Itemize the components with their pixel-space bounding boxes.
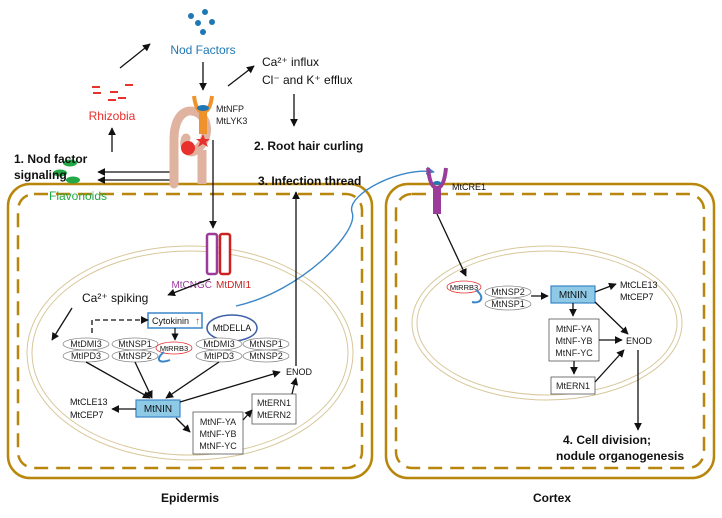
mtern2-label-a: MtERN2	[257, 410, 291, 420]
step4-label: 4. Cell division;	[563, 433, 651, 447]
mtcle13-label-b: MtCLE13	[620, 280, 658, 290]
svg-text:MtNSP2: MtNSP2	[249, 351, 283, 361]
step4-label-2: nodule organogenesis	[556, 449, 684, 463]
cytokinin-box: Cytokinin ↑	[147, 312, 203, 329]
svg-text:MtNSP2: MtNSP2	[118, 351, 152, 361]
arrow-dmi3-nin	[85, 361, 151, 399]
mtdella-label: MtDELLA	[213, 323, 252, 333]
svg-text:MtNSP1: MtNSP1	[118, 339, 152, 349]
svg-text:MtDMI3: MtDMI3	[70, 339, 102, 349]
protein-ovals-a	[62, 337, 290, 363]
svg-text:Cytokinin: Cytokinin	[152, 316, 189, 326]
enod-label-a: ENOD	[286, 367, 313, 377]
epidermis-label: Epidermis	[161, 491, 219, 505]
arrow-rhizobia-nodfactors	[119, 43, 151, 69]
enod-label-b: ENOD	[626, 336, 653, 346]
cortex-label: Cortex	[533, 491, 571, 505]
arrow-ern-enod	[290, 377, 299, 395]
mtrrb3-node-b	[446, 280, 482, 294]
arrow-cytokinin-dmi3	[91, 316, 149, 336]
step1-label: 1. Nod factor	[14, 152, 88, 166]
mtcre1-label: MtCRE1	[452, 182, 486, 192]
flavonoids-icon	[53, 159, 80, 184]
star-icon	[196, 134, 210, 147]
rhizobia-label: Rhizobia	[89, 109, 136, 123]
svg-text:MtNSP1: MtNSP1	[249, 339, 283, 349]
ca-spiking-label: Ca²⁺ spiking	[82, 291, 148, 305]
mtcep7-label-a: MtCEP7	[70, 410, 104, 420]
nod-factor-dots	[188, 9, 215, 35]
rrb3-nsp2-link-b	[471, 289, 483, 304]
arrow-cre1-rrb3	[436, 213, 467, 277]
nfyc-label-a: MtNF-YC	[199, 441, 237, 451]
cngc-dmi1-channels	[205, 232, 232, 276]
mtern1-label-b: MtERN1	[556, 381, 590, 391]
nfyb-label-a: MtNF-YB	[200, 429, 237, 439]
arrow-dmi3b-nin	[165, 361, 220, 399]
mtrrb3-label-a: MtRRB3	[160, 344, 188, 353]
arrow-nfy-ern	[242, 409, 253, 421]
mtcle13-label-a: MtCLE13	[70, 397, 108, 407]
epidermis-cell	[6, 182, 374, 480]
nfya-label-a: MtNF-YA	[200, 417, 236, 427]
mtnsp2-label-c: MtNSP2	[491, 287, 525, 297]
arrow-nin-cle13-b	[594, 282, 617, 293]
mtnsp1-node-c	[484, 297, 532, 311]
arrow-receptor-influx	[227, 65, 255, 87]
efflux-label: Cl⁻ and K⁺ efflux	[262, 73, 353, 87]
rhizobia-icon	[92, 84, 133, 101]
svg-text:MtIPD3: MtIPD3	[71, 351, 101, 361]
svg-text:MtDMI3: MtDMI3	[203, 339, 235, 349]
nfya-label-b: MtNF-YA	[556, 324, 592, 334]
ern-box-a	[251, 393, 297, 425]
nfyc-label-b: MtNF-YC	[555, 348, 593, 358]
cortex-cell	[384, 182, 716, 480]
step1-label-2: signaling	[14, 168, 67, 182]
svg-text:↑: ↑	[195, 316, 200, 327]
step3-label: 3. Infection thread	[258, 174, 361, 188]
mtnin-label-b: MtNIN	[559, 290, 587, 301]
mtcre1-receptor	[426, 167, 448, 214]
svg-text:MtIPD3: MtIPD3	[204, 351, 234, 361]
ca-influx-label: Ca²⁺ influx	[262, 55, 319, 69]
arrow-nin-nfy	[175, 417, 191, 433]
rrb3-nsp2-link-a	[157, 351, 171, 363]
arrow-nin-enod-b	[594, 301, 629, 335]
arrow-ern-enod-b	[594, 349, 625, 383]
flavonoids-label: Flavonoids	[49, 189, 107, 203]
mtdmi1-label: MtDMI1	[216, 280, 251, 291]
mtrrb3-label-b: MtRRB3	[450, 283, 478, 292]
mtcep7-label-b: MtCEP7	[620, 292, 654, 302]
protein-labels-a: MtDMI3 MtIPD3 MtNSP1 MtNSP2 MtDMI3 MtIPD…	[70, 339, 283, 361]
nfp-lyk3-receptor	[192, 95, 214, 147]
ern-box-b	[550, 376, 596, 395]
mtnsp1-label-c: MtNSP1	[491, 299, 525, 309]
mtern1-label-a: MtERN1	[257, 398, 291, 408]
mtnfp-label: MtNFP	[216, 104, 244, 114]
step2-label: 2. Root hair curling	[254, 139, 363, 153]
mtnin-label-a: MtNIN	[144, 404, 172, 415]
arrow-nsp-nin	[134, 361, 153, 399]
mtlyk3-label: MtLYK3	[216, 116, 247, 126]
arrow-infection-thread-cre1	[235, 166, 435, 307]
arrow-ca-dmi3	[51, 307, 73, 341]
nfyb-label-b: MtNF-YB	[556, 336, 593, 346]
nfy-box-b	[548, 318, 600, 362]
nod-factors-label: Nod Factors	[170, 43, 235, 57]
arrow-nin-enod	[179, 370, 281, 403]
nfy-box-a	[192, 411, 244, 455]
arrow-channel-ca	[167, 278, 211, 297]
mtrrb3-node-a	[155, 341, 193, 355]
